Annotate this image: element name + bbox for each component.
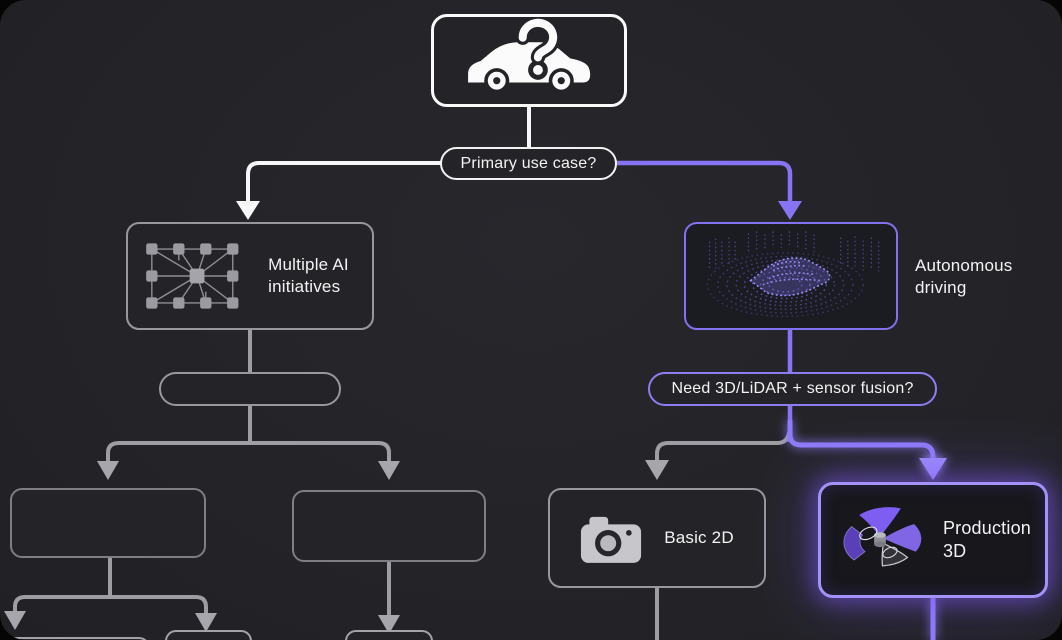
decision-left-empty <box>159 372 341 406</box>
node-autonomous-label: Autonomous driving <box>915 256 1013 298</box>
node-basic-2d-label: Basic 2D <box>664 528 734 548</box>
lidar-sensor-icon <box>843 507 922 567</box>
arrow-bottom-right <box>378 615 400 634</box>
camera-icon <box>581 516 642 563</box>
node-production-3d-label: Production 3D <box>942 517 1031 561</box>
arrow-into-basic2d <box>645 460 669 480</box>
arrow-bottom-mid <box>195 613 217 632</box>
arrow-into-boxb <box>378 461 400 480</box>
connector-to-production3d <box>787 420 936 460</box>
lidar-point-cloud-icon <box>686 224 896 328</box>
connector-left-branch <box>246 161 444 203</box>
purple-glow-connectors <box>787 420 947 640</box>
node-left-empty-a <box>10 488 206 558</box>
node-left-empty-b <box>292 490 486 562</box>
arrow-into-autonomous <box>778 201 802 220</box>
decision-primary-label: Primary use case? <box>460 154 597 172</box>
connector-right-branch <box>613 160 793 203</box>
connector-to-basic2d <box>655 423 792 463</box>
white-connectors <box>246 104 531 203</box>
node-multiple-ai: Multiple AI initiatives <box>126 222 374 330</box>
ai-network-icon <box>146 243 239 309</box>
decision-sensor-label: Need 3D/LiDAR + sensor fusion? <box>671 380 914 397</box>
node-bottom-partial-b <box>165 630 252 640</box>
node-multiple-ai-label: Multiple AI initiatives <box>268 255 349 296</box>
decision-primary-use-case: Primary use case? <box>440 147 617 180</box>
node-basic-2d: Basic 2D <box>548 488 766 588</box>
arrow-bottom-left <box>4 611 26 630</box>
node-root-usecase <box>431 14 627 107</box>
connector-boxa-split <box>13 595 208 616</box>
arrow-into-boxa <box>97 461 119 480</box>
car-question-icon <box>468 17 591 93</box>
node-production-3d: Production 3D <box>818 482 1048 598</box>
node-bottom-partial-c <box>345 630 433 640</box>
gray-arrowheads <box>4 460 669 634</box>
node-autonomous-driving <box>684 222 898 330</box>
decision-sensor-fusion: Need 3D/LiDAR + sensor fusion? <box>648 372 937 406</box>
arrow-into-production3d <box>919 458 947 480</box>
arrow-into-multipleai <box>236 201 260 220</box>
connector-left-split <box>106 441 391 464</box>
